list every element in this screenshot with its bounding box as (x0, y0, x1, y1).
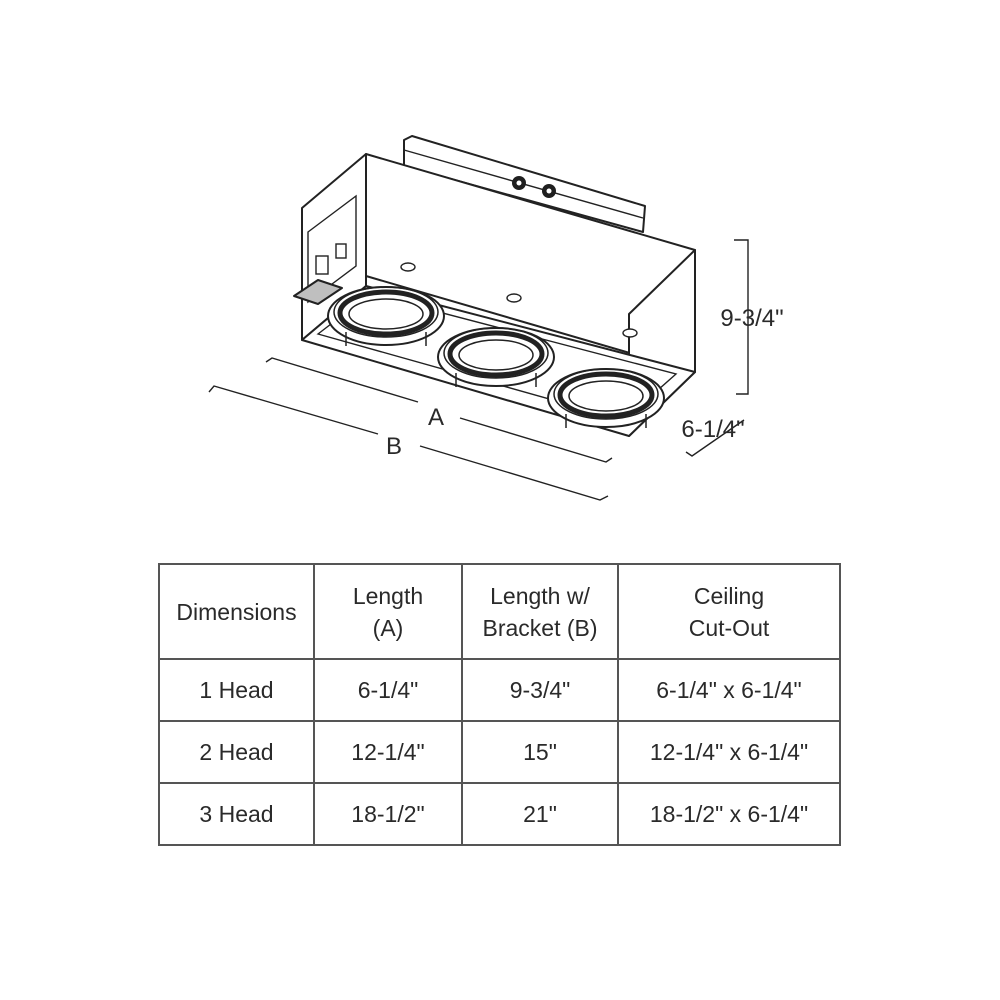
table-cell: 6-1/4" (313, 658, 463, 722)
header-dimensions: Dimensions (158, 563, 315, 660)
table-row: 2 Head 12-1/4" 15" 12-1/4" x 6-1/4" (158, 720, 841, 784)
table-cell: 18-1/2" (313, 782, 463, 846)
dimension-label-depth: 6-1/4" (681, 416, 744, 443)
table-cell: 18-1/2" x 6-1/4" (617, 782, 841, 846)
table-cell: 2 Head (158, 720, 315, 784)
table-cell: 1 Head (158, 658, 315, 722)
table-row: 1 Head 6-1/4" 9-3/4" 6-1/4" x 6-1/4" (158, 658, 841, 722)
dimensions-table: Dimensions Length(A) Length w/Bracket (B… (158, 563, 841, 846)
header-length-bracket-b: Length w/Bracket (B) (461, 563, 619, 660)
light-head (327, 286, 445, 346)
table-cell: 9-3/4" (461, 658, 619, 722)
table-cell: 15" (461, 720, 619, 784)
dimension-label-a: A (428, 404, 444, 431)
light-head (437, 327, 555, 387)
table-cell: 6-1/4" x 6-1/4" (617, 658, 841, 722)
dimension-label-height: 9-3/4" (720, 305, 783, 332)
dimension-label-b: B (386, 433, 402, 460)
light-heads (327, 286, 665, 428)
table-cell: 12-1/4" x 6-1/4" (617, 720, 841, 784)
housing-diagram: A B 9-3/4" 6-1/4" (208, 135, 784, 501)
table-header-row: Dimensions Length(A) Length w/Bracket (B… (158, 563, 841, 660)
table-row: 3 Head 18-1/2" 21" 18-1/2" x 6-1/4" (158, 782, 841, 846)
header-length-a: Length(A) (313, 563, 463, 660)
dimension-lines (208, 239, 749, 501)
table-cell: 12-1/4" (313, 720, 463, 784)
table-cell: 21" (461, 782, 619, 846)
mounting-bracket (403, 135, 646, 233)
light-head (547, 368, 665, 428)
table-cell: 3 Head (158, 782, 315, 846)
